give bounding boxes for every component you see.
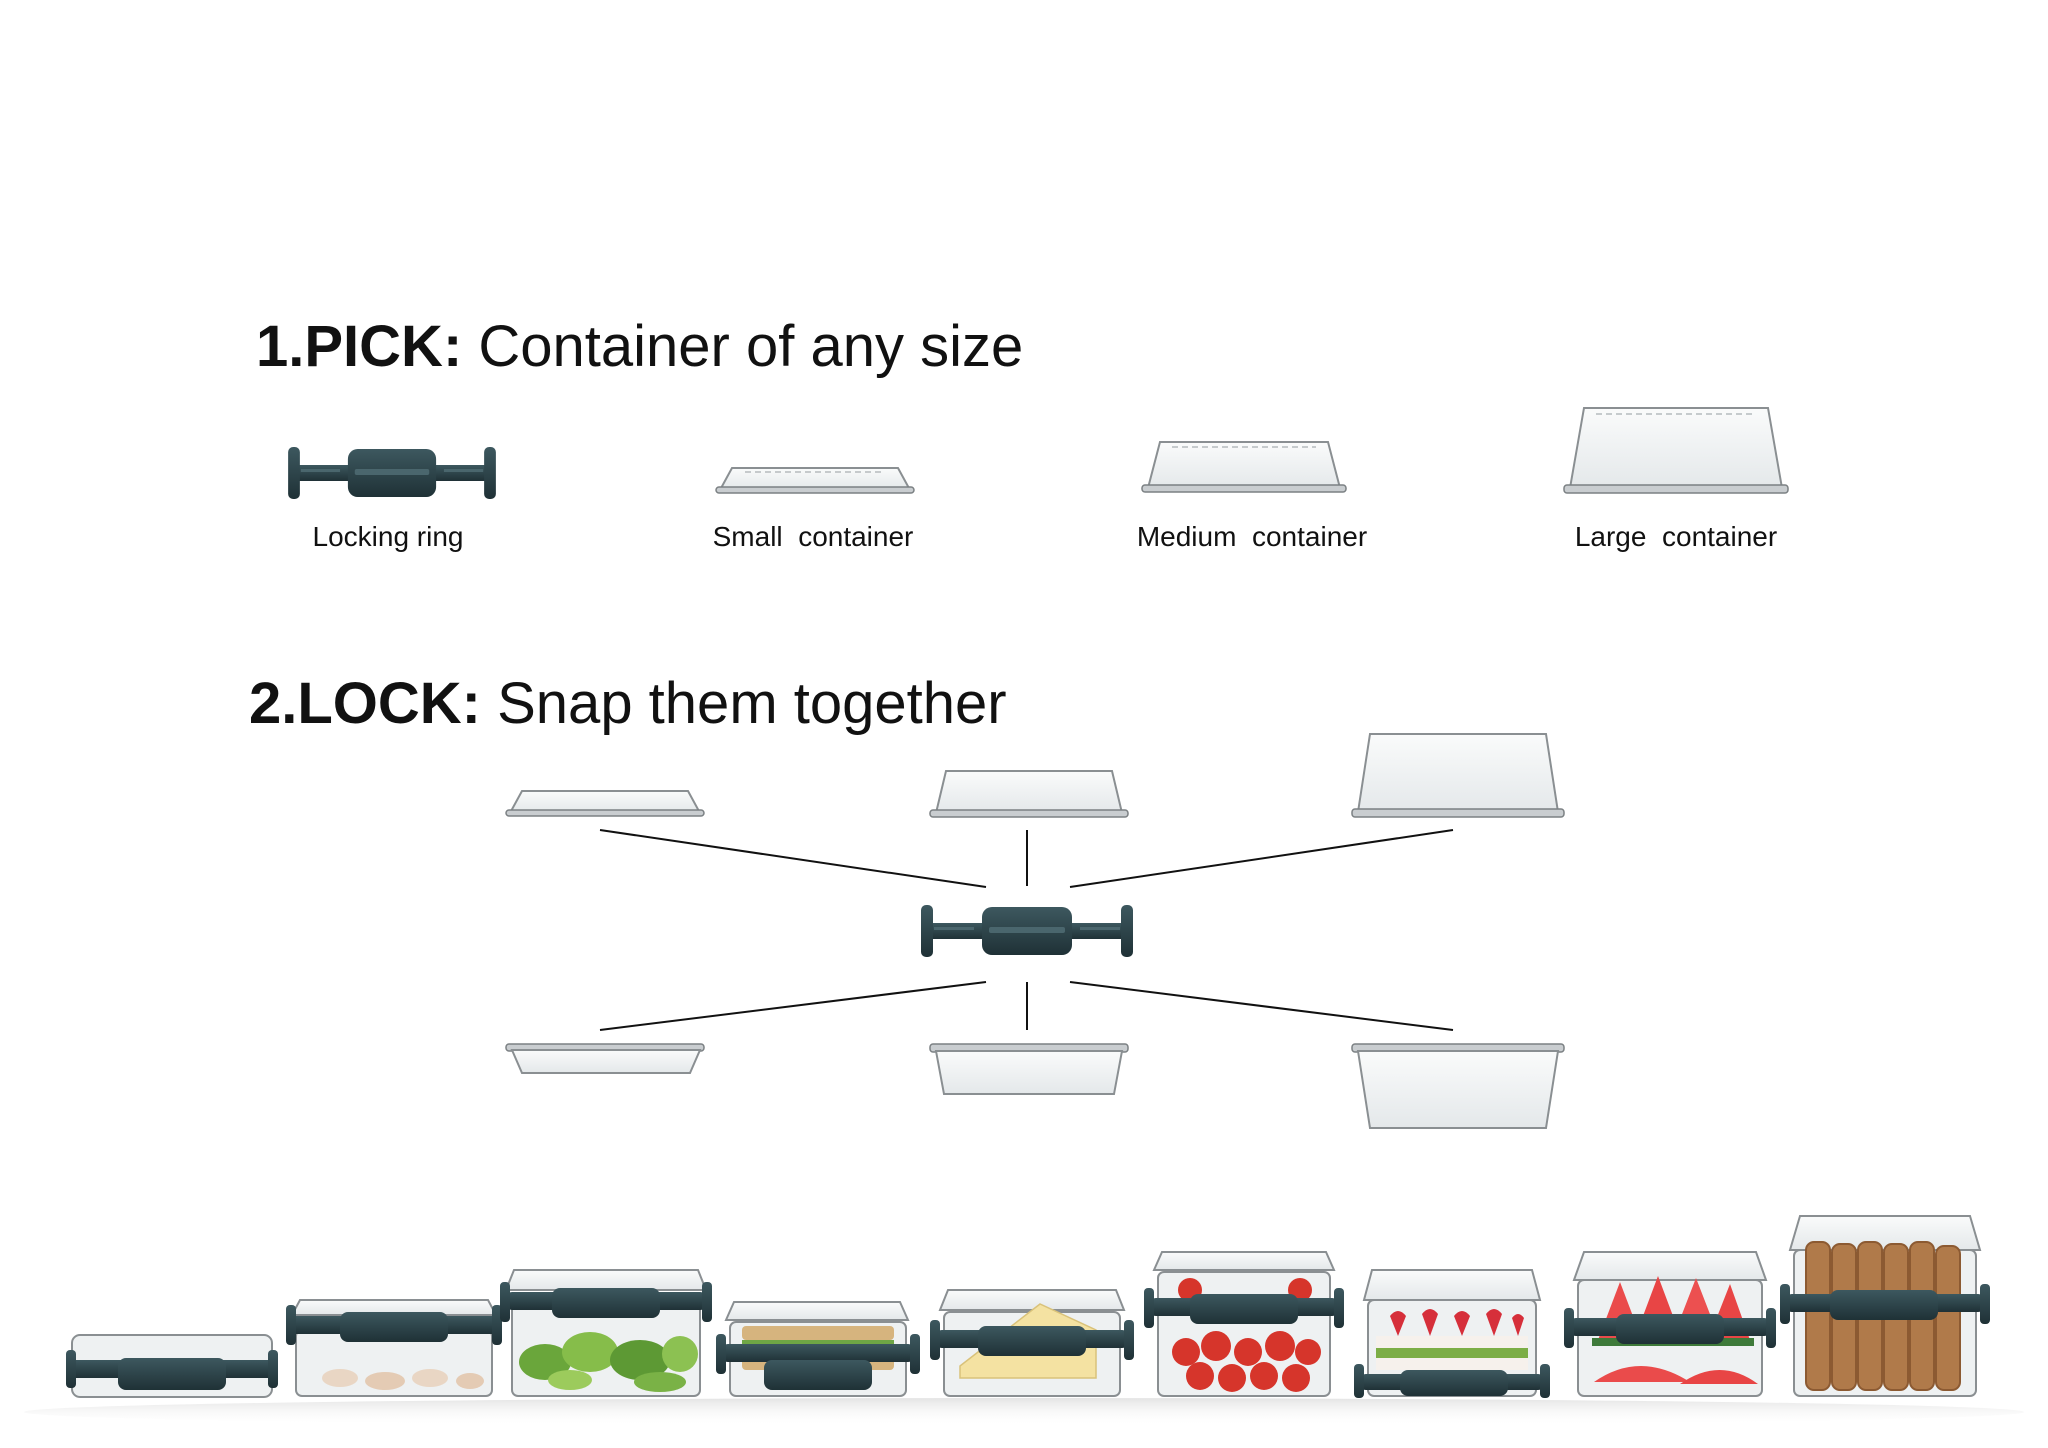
exploded-locking-ring-icon [921, 905, 1133, 957]
lineup-container-cake [1354, 1269, 1550, 1398]
medium-container-lid-icon [1141, 441, 1347, 493]
product-lineup [24, 1215, 2024, 1426]
connector-lines [599, 829, 1454, 1031]
exploded-large-base-icon [1351, 1043, 1565, 1129]
step-2-text: Snap them together [481, 671, 1007, 736]
exploded-small-lid-icon [505, 790, 705, 817]
small-container-caption: Small container [712, 521, 914, 552]
exploded-medium-base-icon [929, 1043, 1129, 1095]
locking-ring-caption: Locking ring [312, 521, 464, 552]
lineup-container-shrimp [286, 1299, 502, 1397]
lineup-container-empty [66, 1334, 278, 1398]
medium-container-caption: Medium container [1136, 521, 1368, 552]
lineup-container-sandwich [716, 1301, 920, 1397]
lineup-container-tomatoes [1144, 1251, 1344, 1397]
step-1-heading: 1.PICK: Container of any size [256, 318, 1023, 376]
step-2-heading: 2.LOCK: Snap them together [249, 675, 1007, 733]
lineup-container-salad [500, 1269, 712, 1397]
lineup-container-cheese [930, 1289, 1134, 1397]
step-1-text: Container of any size [462, 314, 1024, 379]
lineup-container-watermelon [1564, 1251, 1776, 1397]
lineup-container-bread [1780, 1215, 1990, 1397]
large-container-caption: Large container [1574, 521, 1778, 552]
large-container-lid-icon [1563, 407, 1789, 494]
exploded-large-lid-icon [1351, 733, 1565, 818]
step-2-label: 2.LOCK: [249, 671, 481, 736]
exploded-medium-lid-icon [929, 770, 1129, 818]
locking-ring-icon [288, 447, 496, 499]
exploded-small-base-icon [505, 1043, 705, 1074]
step-1-label: 1.PICK: [256, 314, 463, 379]
small-container-lid-icon [715, 467, 915, 494]
